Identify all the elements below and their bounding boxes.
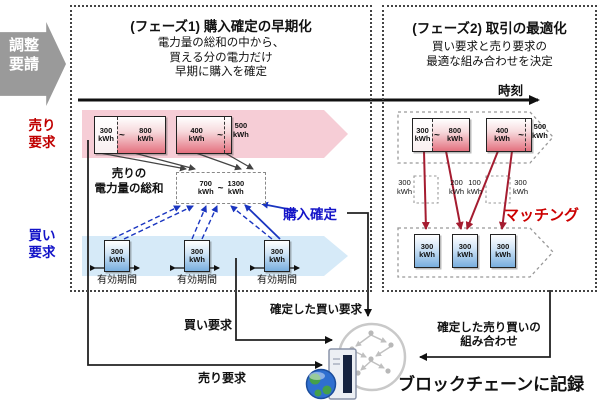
network-sphere-icon <box>337 322 407 392</box>
phase1-description: 電力量の総和の中から、 買える分の電力だけ 早期に購入を確定 <box>157 37 285 78</box>
phase1-title: (フェーズ1) 購入確定の早期化 <box>130 19 312 34</box>
valid-period-label-1: 有効期間 <box>97 275 137 286</box>
blockchain-record-label: ブロックチェーンに記録 <box>398 375 585 394</box>
confirmed-buy-label: 確定した買い要求 <box>270 304 362 316</box>
adjust-request-label: 調整 要請 <box>8 37 39 73</box>
buy-flow-label: 買い要求 <box>184 318 233 332</box>
sell-request-side-label: 売り要求 <box>28 118 56 150</box>
blockchain-computer-icon <box>305 348 357 400</box>
phase2-box: (フェーズ2) 取引の最適化 買い要求と売り要求の 最適な組み合わせを決定 <box>382 5 597 292</box>
purchase-confirm-label: 購入確定 <box>283 207 337 222</box>
confirmed-pairs-label: 確定した売り買いの組み合わせ <box>437 322 541 348</box>
phase2-title: (フェーズ2) 取引の最適化 <box>412 21 567 36</box>
phase1-box: (フェーズ1) 購入確定の早期化 電力量の総和の中から、 買える分の電力だけ 早… <box>70 5 372 292</box>
buy-request-side-label: 買い要求 <box>28 228 56 260</box>
phase2-description: 買い要求と売り要求の 最適な組み合わせを決定 <box>426 41 553 68</box>
time-axis-label: 時刻 <box>498 84 524 98</box>
matching-label: マッチング <box>504 207 580 224</box>
sell-flow-label: 売り要求 <box>198 371 247 385</box>
valid-period-label-3: 有効期間 <box>257 275 297 286</box>
sell-sum-caption: 売りの電力量の総和 <box>94 168 164 195</box>
valid-period-label-2: 有効期間 <box>177 275 217 286</box>
